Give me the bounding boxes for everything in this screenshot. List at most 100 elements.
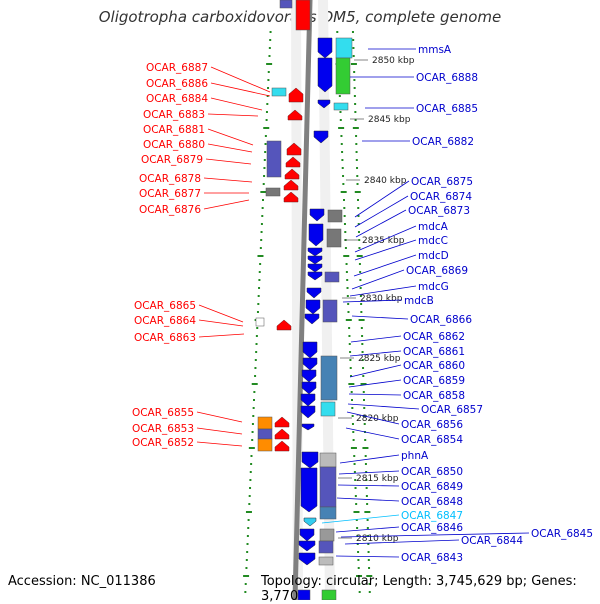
gene-feature [326, 228, 342, 248]
gene-feature [327, 209, 343, 223]
label-leader [203, 177, 253, 183]
gene-label-ocar-6846[interactable]: OCAR_6846 [401, 522, 463, 534]
scale-label: 2830 kbp [360, 294, 403, 304]
label-leader [348, 393, 402, 396]
gene-label-ocar-6857[interactable]: OCAR_6857 [421, 404, 483, 416]
scale-label: 2825 kbp [358, 354, 401, 364]
gene-arrow [284, 168, 300, 180]
gene-arrow [306, 287, 322, 299]
gene-label-ocar-6875[interactable]: OCAR_6875 [411, 176, 473, 188]
accession-text: Accession: NC_011386 [8, 574, 156, 589]
gene-label-ocar-6843[interactable]: OCAR_6843 [401, 552, 463, 564]
gene-label-ocar-6885[interactable]: OCAR_6885 [416, 103, 478, 115]
gene-label-ocar-6853[interactable]: OCAR_6853 [132, 423, 194, 435]
gene-arrow [303, 517, 317, 527]
gene-label-ocar-6886[interactable]: OCAR_6886 [146, 78, 208, 90]
gene-arrow [317, 57, 333, 93]
gene-feature [320, 355, 338, 401]
gene-label-ocar-6863[interactable]: OCAR_6863 [134, 332, 196, 344]
gene-label-ocar-6873[interactable]: OCAR_6873 [408, 205, 470, 217]
gene-arrow [299, 528, 315, 542]
gene-arrow [283, 191, 299, 203]
gene-feature [257, 438, 273, 452]
gene-feature [318, 556, 334, 566]
gene-feature [322, 299, 338, 323]
gene-arrow [288, 87, 304, 103]
gene-feature [266, 140, 282, 178]
label-leader [203, 199, 250, 210]
gene-label-ocar-6862[interactable]: OCAR_6862 [403, 331, 465, 343]
label-leader [354, 239, 417, 261]
label-leader [354, 180, 410, 218]
gene-label-ocar-6879[interactable]: OCAR_6879 [141, 154, 203, 166]
gene-label-mdcg[interactable]: mdcG [418, 281, 449, 293]
gene-label-ocar-6866[interactable]: OCAR_6866 [410, 314, 472, 326]
gene-arrow [274, 416, 290, 428]
scale-label: 2815 kbp [356, 474, 399, 484]
gene-feature [295, 0, 311, 31]
scale-label: 2810 kbp [356, 534, 399, 544]
gene-label-ocar-6859[interactable]: OCAR_6859 [403, 375, 465, 387]
gene-label-phna[interactable]: phnA [401, 450, 429, 462]
gene-label-ocar-6869[interactable]: OCAR_6869 [406, 265, 468, 277]
gene-label-mdca[interactable]: mdcA [418, 221, 449, 233]
label-leader [198, 319, 244, 327]
gene-label-ocar-6848[interactable]: OCAR_6848 [401, 496, 463, 508]
gene-arrow [307, 271, 323, 281]
gene-label-mdcd[interactable]: mdcD [418, 250, 449, 262]
gene-label-ocar-6849[interactable]: OCAR_6849 [401, 481, 463, 493]
gene-arrow [274, 428, 290, 440]
gene-label-ocar-6878[interactable]: OCAR_6878 [139, 173, 201, 185]
gene-label-ocar-6854[interactable]: OCAR_6854 [401, 434, 463, 446]
scale-label: 2845 kbp [368, 115, 411, 125]
gene-feature [257, 428, 273, 440]
label-leader [349, 364, 402, 378]
gene-label-ocar-6850[interactable]: OCAR_6850 [401, 466, 463, 478]
gene-label-ocar-6845[interactable]: OCAR_6845 [531, 528, 593, 540]
gene-label-ocar-6855[interactable]: OCAR_6855 [132, 407, 194, 419]
gene-feature [319, 452, 337, 468]
gene-arrow [307, 247, 323, 257]
label-leader [351, 269, 405, 290]
gene-label-mdcb[interactable]: mdcB [404, 295, 434, 307]
gene-label-ocar-6874[interactable]: OCAR_6874 [410, 191, 472, 203]
gene-features [255, 0, 353, 600]
gene-label-ocar-6880[interactable]: OCAR_6880 [143, 139, 205, 151]
gene-arrow [298, 540, 316, 552]
gene-feature [319, 528, 335, 542]
label-leader [196, 427, 243, 435]
gene-label-ocar-6888[interactable]: OCAR_6888 [416, 72, 478, 84]
gene-label-ocar-6882[interactable]: OCAR_6882 [412, 136, 474, 148]
label-leader [349, 350, 402, 357]
gene-feature [324, 271, 340, 283]
gene-feature [319, 506, 337, 520]
gene-feature [335, 37, 353, 59]
gene-label-mdcc[interactable]: mdcC [418, 235, 448, 247]
gene-label-ocar-6861[interactable]: OCAR_6861 [403, 346, 465, 358]
gene-label-ocar-6881[interactable]: OCAR_6881 [143, 124, 205, 136]
gene-arrow [302, 341, 318, 359]
gene-arrow [276, 319, 292, 331]
gene-label-ocar-6844[interactable]: OCAR_6844 [461, 535, 523, 547]
gene-arrow [298, 552, 316, 566]
label-leader [210, 82, 271, 97]
gene-label-ocar-6856[interactable]: OCAR_6856 [401, 419, 463, 431]
gene-label-ocar-6877[interactable]: OCAR_6877 [139, 188, 201, 200]
gene-label-ocar-6864[interactable]: OCAR_6864 [134, 315, 196, 327]
gene-label-ocar-6858[interactable]: OCAR_6858 [403, 390, 465, 402]
gene-label-mmsa[interactable]: mmsA [418, 44, 452, 56]
label-leader [353, 254, 417, 277]
gene-label-ocar-6860[interactable]: OCAR_6860 [403, 360, 465, 372]
gene-label-ocar-6887[interactable]: OCAR_6887 [146, 62, 208, 74]
gene-label-ocar-6852[interactable]: OCAR_6852 [132, 437, 194, 449]
gene-label-ocar-6884[interactable]: OCAR_6884 [146, 93, 208, 105]
label-leader [210, 97, 263, 111]
gene-feature [279, 0, 293, 9]
gene-feature [321, 589, 337, 600]
gene-label-ocar-6876[interactable]: OCAR_6876 [139, 204, 201, 216]
gene-label-ocar-6847[interactable]: OCAR_6847 [401, 510, 463, 522]
gene-labels[interactable]: OCAR_6887OCAR_6886OCAR_6884OCAR_6883OCAR… [132, 44, 593, 564]
gene-label-ocar-6883[interactable]: OCAR_6883 [143, 109, 205, 121]
gene-label-ocar-6865[interactable]: OCAR_6865 [134, 300, 196, 312]
